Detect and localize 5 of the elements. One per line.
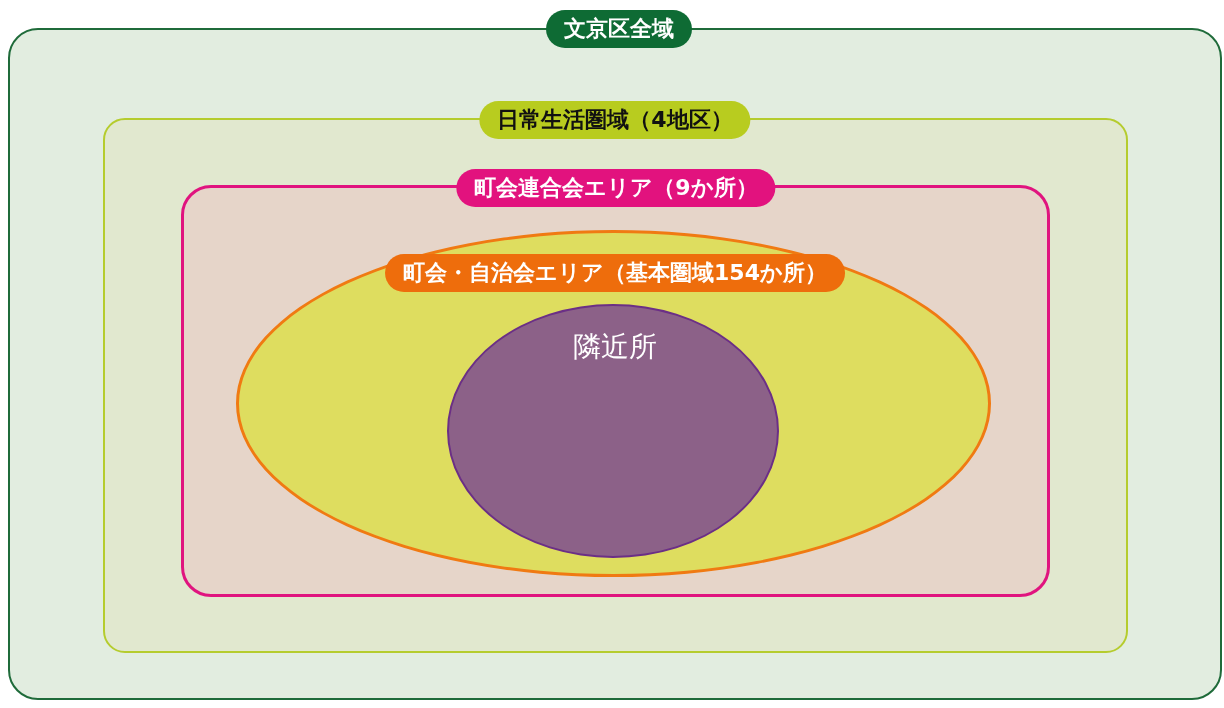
area-label: 町会・自治会エリア（基本圏域154か所） (385, 254, 845, 292)
area-label: 日常生活圏域（4地区） (479, 101, 751, 139)
area-label: 文京区全域 (546, 10, 692, 48)
area-text: 隣近所 (573, 329, 657, 365)
area-label: 町会連合会エリア（9か所） (456, 169, 776, 207)
